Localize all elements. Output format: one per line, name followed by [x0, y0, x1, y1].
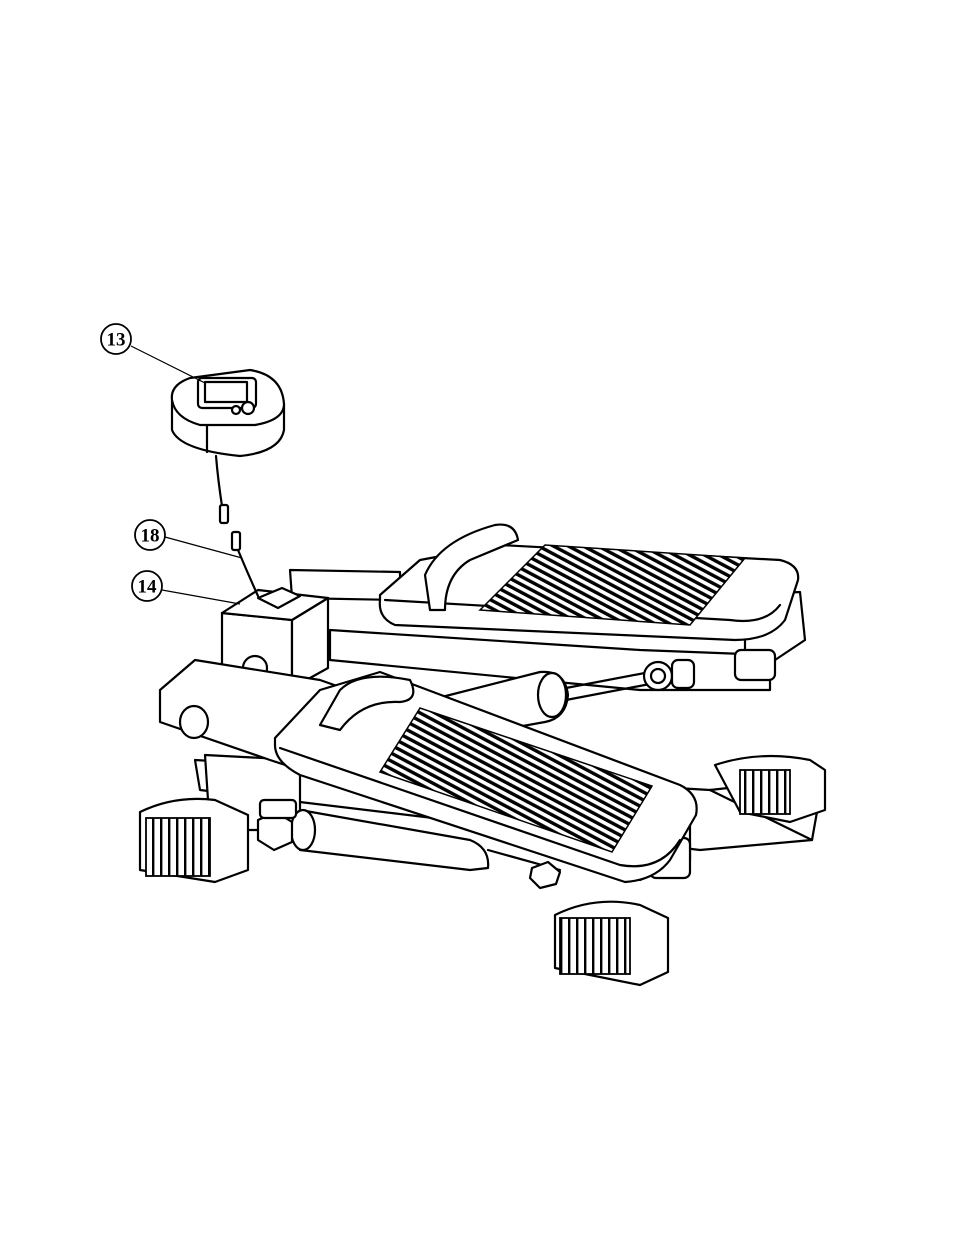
callout-14: 14 — [132, 571, 240, 604]
sensor-wire — [232, 532, 258, 596]
foot-front-right — [555, 902, 668, 985]
computer-monitor — [172, 370, 284, 523]
callout-18-label: 18 — [141, 526, 160, 547]
callout-13-label: 13 — [107, 330, 126, 351]
pedal-right — [330, 525, 805, 690]
foot-front-left — [140, 799, 248, 882]
callout-14-label: 14 — [138, 577, 158, 598]
callout-18: 18 — [135, 520, 242, 558]
callout-13: 13 — [101, 324, 205, 383]
